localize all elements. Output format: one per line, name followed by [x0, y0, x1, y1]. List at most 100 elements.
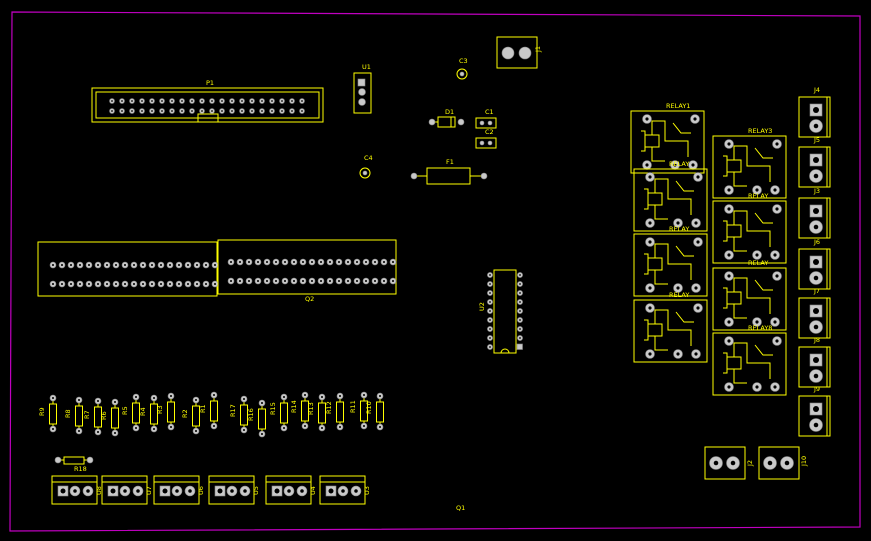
pad-hole — [291, 110, 293, 112]
connector-label: J9 — [813, 385, 820, 393]
pad-hole — [673, 163, 677, 167]
f1-fuse[interactable]: F1 — [410, 158, 488, 185]
resistor[interactable]: R14 — [290, 391, 309, 430]
pad-hole — [171, 100, 173, 102]
relay[interactable]: RELAY1 — [630, 102, 705, 174]
relay-label: RELAY — [669, 291, 689, 299]
pad-hole — [362, 393, 366, 397]
c1-capacitor[interactable]: C1 — [475, 108, 497, 129]
pad-hole — [191, 110, 193, 112]
pad-hole — [773, 320, 777, 324]
pad-hole — [121, 100, 123, 102]
pad-hole — [300, 489, 304, 493]
pad-hole — [648, 286, 652, 290]
pad-hole — [96, 399, 100, 403]
resistor[interactable]: R11 — [349, 391, 368, 430]
pad-hole — [256, 279, 260, 283]
pad-hole — [242, 397, 246, 401]
relay-label: RELAY3 — [748, 127, 772, 135]
u2-ic[interactable]: U2 — [478, 269, 523, 354]
relay[interactable]: RELAY3 — [712, 127, 787, 199]
pad-hole — [96, 282, 100, 286]
pad-hole — [159, 282, 163, 286]
right-connector[interactable]: J4 — [798, 86, 831, 138]
resistor[interactable]: R6 — [100, 398, 119, 437]
terminal-block[interactable]: U8 — [51, 475, 103, 505]
pad-hole — [141, 100, 143, 102]
pad-hole — [247, 279, 251, 283]
resistor[interactable]: R5 — [121, 393, 140, 432]
right-connector[interactable]: J3 — [798, 187, 831, 239]
pad-hole — [96, 263, 100, 267]
pad-hole — [271, 110, 273, 112]
pad-hole — [319, 279, 323, 283]
pad-hole — [519, 283, 521, 285]
terminal-block[interactable]: U7 — [101, 475, 153, 505]
pad-hole — [242, 428, 246, 432]
pad-hole — [175, 489, 179, 493]
terminal-block[interactable]: U3 — [319, 475, 371, 505]
pad-hole — [696, 306, 700, 310]
pad-hole — [87, 263, 91, 267]
p1-header[interactable]: P1 — [91, 79, 324, 123]
r18-resistor[interactable]: R18 — [54, 456, 94, 473]
relay[interactable]: RELAY — [712, 192, 787, 264]
pad-hole — [694, 286, 698, 290]
resistor[interactable]: R12 — [325, 392, 344, 431]
relay[interactable]: RELAY — [633, 160, 708, 232]
u1-regulator[interactable]: U1 — [353, 63, 372, 114]
resistor[interactable]: R8 — [64, 396, 83, 435]
resistor[interactable]: R10 — [365, 392, 384, 431]
j1-connector[interactable]: J1 — [496, 36, 542, 69]
right-connector[interactable]: J7 — [798, 287, 831, 339]
u2-label: U2 — [478, 302, 486, 311]
q2-block-right[interactable]: Q2 — [217, 239, 397, 303]
pad-hole — [123, 282, 127, 286]
pad-hole — [78, 263, 82, 267]
c3-capacitor[interactable]: C3 — [456, 57, 468, 80]
resistor[interactable]: R7 — [83, 397, 102, 436]
resistor[interactable]: R1 — [199, 391, 218, 430]
connector-label: J3 — [813, 187, 820, 195]
relay[interactable]: RELAY — [633, 225, 708, 297]
right-connector[interactable]: J5 — [798, 136, 831, 188]
pad-hole — [676, 221, 680, 225]
pad-hole — [121, 110, 123, 112]
bottom-connector[interactable]: J2 — [704, 446, 754, 480]
resistor[interactable]: R2 — [181, 396, 200, 435]
c4-capacitor[interactable]: C4 — [359, 154, 373, 179]
pad-hole — [648, 306, 652, 310]
pad-hole — [696, 240, 700, 244]
pad-hole — [181, 100, 183, 102]
pad-hole — [171, 110, 173, 112]
pad-hole — [136, 489, 140, 493]
relay[interactable]: RELAY — [633, 291, 708, 363]
resistor[interactable]: R9 — [38, 394, 57, 433]
resistor[interactable]: R17 — [229, 395, 248, 434]
pad-hole — [73, 489, 77, 493]
pad-hole — [346, 260, 350, 264]
pad-hole — [141, 282, 145, 286]
bottom-connector[interactable]: J10 — [758, 446, 808, 480]
terminal-block[interactable]: U5 — [208, 475, 260, 505]
resistor[interactable]: R15 — [269, 393, 288, 432]
pad-hole — [229, 279, 233, 283]
pad-hole — [169, 425, 173, 429]
resistor[interactable]: R16 — [247, 399, 266, 438]
terminal-block[interactable]: U6 — [153, 475, 205, 505]
right-connector[interactable]: J6 — [798, 238, 831, 290]
resistor[interactable]: R3 — [156, 392, 175, 431]
d1-diode[interactable]: D1 — [428, 108, 465, 128]
resistor[interactable]: R13 — [307, 393, 326, 432]
q2-block-left[interactable] — [37, 241, 219, 297]
right-connector[interactable]: J8 — [798, 336, 831, 388]
pad-hole — [271, 100, 273, 102]
pad-hole — [186, 263, 190, 267]
relay[interactable]: RELAY — [712, 259, 787, 331]
c2-capacitor[interactable]: C2 — [475, 128, 497, 149]
resistor[interactable]: R4 — [139, 394, 158, 433]
right-connector[interactable]: J9 — [798, 385, 831, 437]
terminal-block[interactable]: U4 — [265, 475, 317, 505]
pad-hole — [489, 310, 491, 312]
relay[interactable]: RELAY8 — [712, 324, 787, 396]
